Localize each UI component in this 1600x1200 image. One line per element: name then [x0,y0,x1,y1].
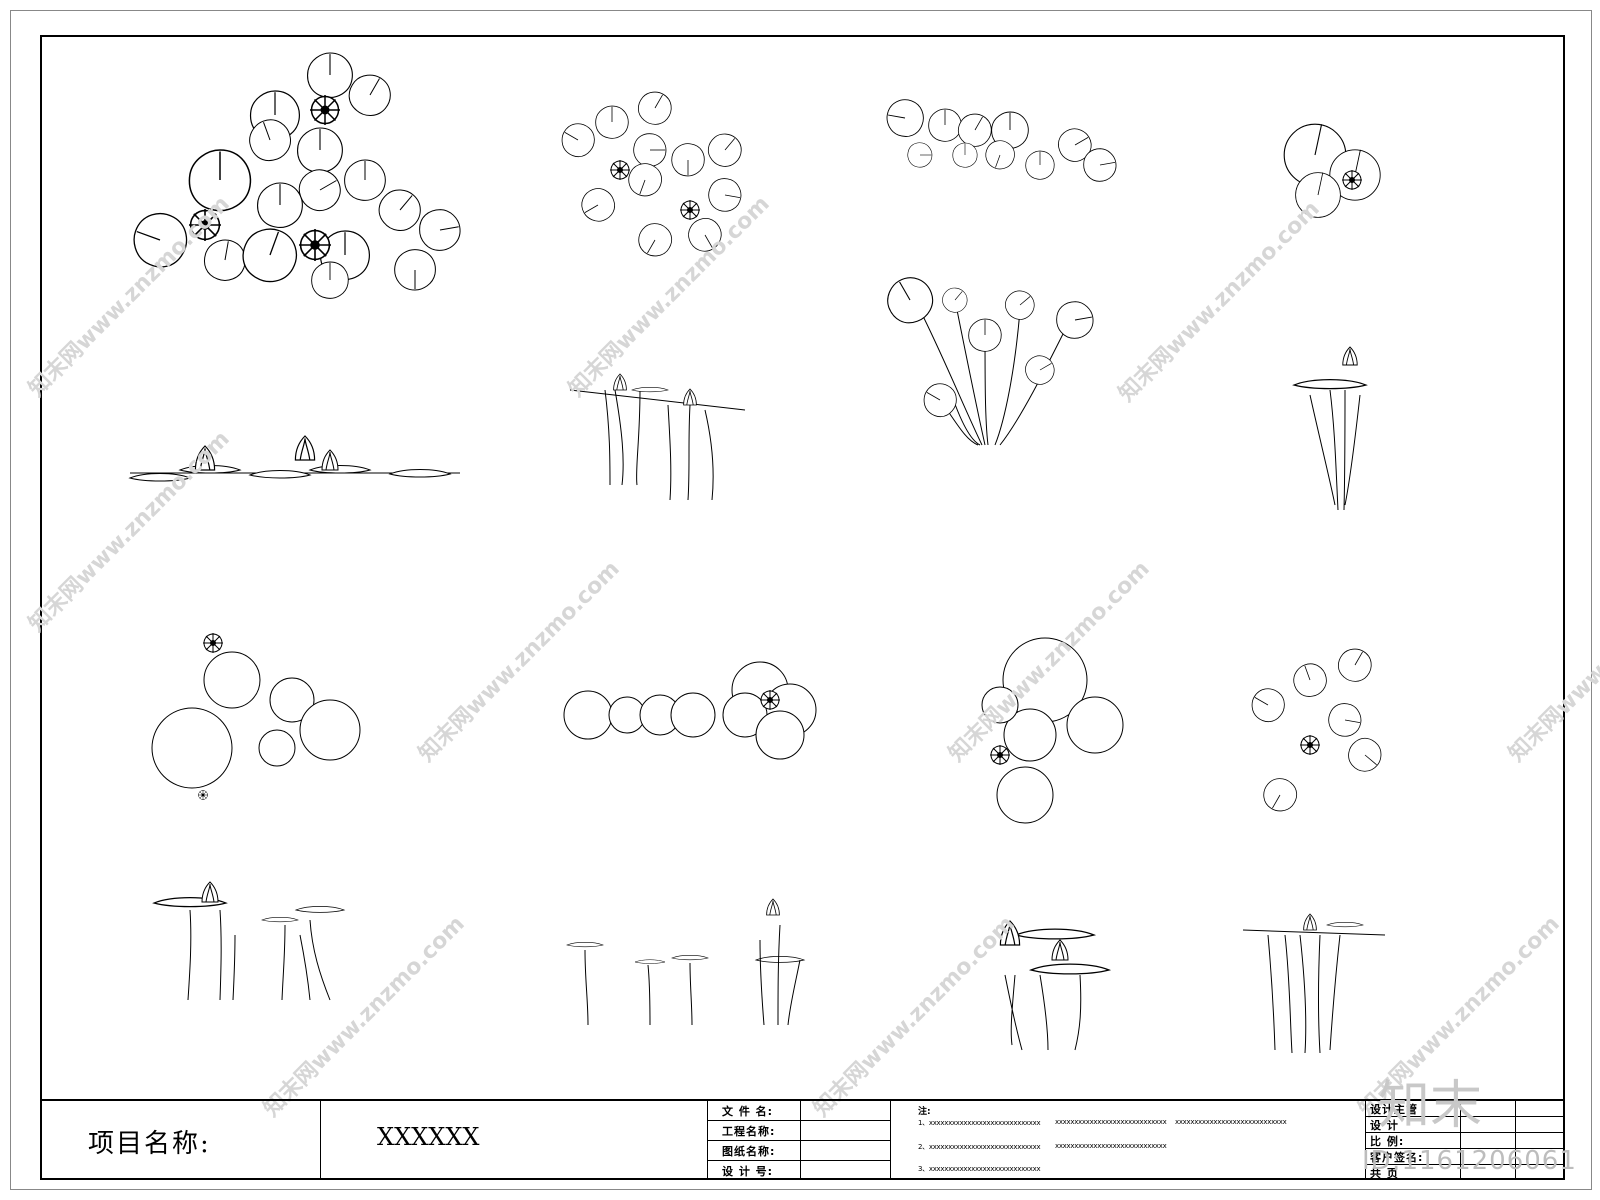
scale-label: 比 例: [1370,1135,1405,1148]
design-lead-label: 设计主管 [1370,1103,1418,1116]
drawing-name-label: 图纸名称: [722,1145,776,1158]
id-watermark: ID:1161206061 [1362,1146,1577,1176]
elevation-5 [153,881,345,1001]
elevation-3 [879,269,1097,446]
plan-cluster-8 [1245,642,1389,818]
designer-label: 设 计 [1370,1119,1399,1132]
note-line: 2、xxxxxxxxxxxxxxxxxxxxxxxxxxxxx [918,1143,1041,1151]
brand-watermark: 知末 [1378,1076,1483,1136]
plan-cluster-7 [981,637,1124,824]
elevation-7 [999,920,1110,1051]
note-line: xxxxxxxxxxxxxxxxxxxxxxxxxxxxx [1055,1118,1167,1126]
plan-cluster-3 [883,96,1119,185]
drawing-sheet [10,10,1592,1190]
note-line: 1、xxxxxxxxxxxxxxxxxxxxxxxxxxxxx [918,1119,1041,1127]
design-number-label: 设 计 号: [722,1165,774,1178]
drawing-frame [40,35,1565,1180]
elevation-2 [569,373,746,501]
notes-title: 注: [918,1107,931,1117]
note-line: xxxxxxxxxxxxxxxxxxxxxxxxxxxxx [1175,1118,1287,1126]
note-line: xxxxxxxxxxxxxxxxxxxxxxxxxxxxx [1055,1142,1167,1150]
file-name-label: 文 件 名: [722,1105,774,1118]
elevation-4 [1293,346,1367,511]
project-name-label: 项目名称: [88,1129,211,1159]
elevation-8 [1242,913,1386,1054]
total-pages-label: 共 页 [1370,1167,1399,1180]
elevation-1 [129,435,460,482]
elevation-6 [566,898,805,1026]
plan-cluster-5 [151,632,361,801]
project-name-value: XXXXXX [377,1123,480,1151]
note-line: 3、xxxxxxxxxxxxxxxxxxxxxxxxxxxxx [918,1165,1041,1173]
title-block: 项目名称: XXXXXX 文 件 名: 工程名称: 图纸名称: 设 计 号: 注… [40,1099,1565,1180]
project-title-label: 工程名称: [722,1125,776,1138]
plan-cluster-6 [563,661,817,760]
client-signature-label: 客户签名: [1370,1151,1424,1164]
